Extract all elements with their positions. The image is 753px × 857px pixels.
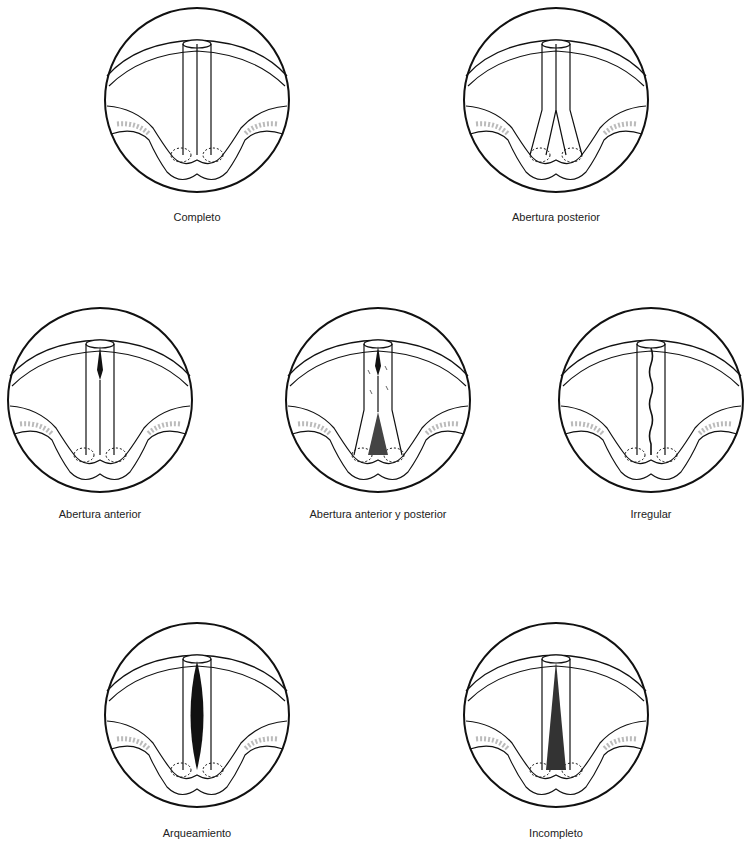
larynx-irregular xyxy=(559,308,743,492)
larynx-complete xyxy=(105,8,289,192)
caption: Abertura anterior xyxy=(59,507,142,521)
caption: Irregular xyxy=(631,507,672,521)
larynx-posterior-gap xyxy=(464,8,648,192)
caption: Abertura anterior y posterior xyxy=(310,507,447,521)
larynx-bowing xyxy=(105,623,289,807)
caption: Completo xyxy=(173,210,220,224)
larynx-anterior-gap xyxy=(8,308,192,492)
caption: Incompleto xyxy=(529,826,583,840)
caption: Arqueamiento xyxy=(163,826,232,840)
caption: Abertura posterior xyxy=(512,210,600,224)
larynx-anterior-posterior-gap xyxy=(286,308,470,492)
larynx-incomplete xyxy=(464,623,648,807)
